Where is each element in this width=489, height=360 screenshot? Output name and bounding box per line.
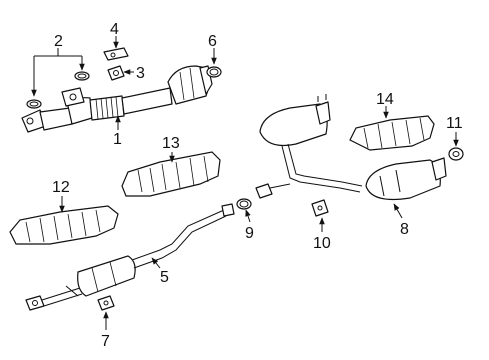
callout-1: 1: [113, 131, 122, 148]
callout-14: 14: [376, 91, 394, 108]
leader-lines: [31, 36, 459, 330]
gasket-6: [206, 66, 222, 78]
callout-7: 7: [101, 333, 110, 350]
hanger-10: [311, 199, 329, 217]
muffler-assembly-8: [255, 94, 447, 201]
mount-11: [448, 147, 464, 161]
callout-2: 2: [54, 33, 63, 50]
callout-labels: 2 4 3 6 1 13 12 5 7 9 10 8 14 11: [52, 21, 463, 350]
callout-6: 6: [208, 33, 217, 50]
heat-shield-12: [9, 205, 119, 245]
callout-12: 12: [52, 179, 70, 196]
rubber-mount-3: [107, 65, 125, 81]
bracket-4: [103, 47, 129, 61]
hanger-7: [97, 295, 115, 311]
callout-13: 13: [162, 135, 180, 152]
callout-3: 3: [136, 65, 145, 82]
gasket-9: [236, 198, 252, 210]
callout-5: 5: [160, 269, 169, 286]
gasket-pair: [26, 71, 90, 109]
callout-8: 8: [400, 221, 409, 238]
callout-10: 10: [313, 235, 331, 252]
heat-shield-13: [121, 151, 221, 197]
front-pipe-assembly: [21, 65, 213, 133]
heat-shield-14: [349, 115, 435, 151]
callout-9: 9: [245, 225, 254, 242]
callout-11: 11: [446, 115, 463, 132]
callout-4: 4: [110, 21, 119, 38]
